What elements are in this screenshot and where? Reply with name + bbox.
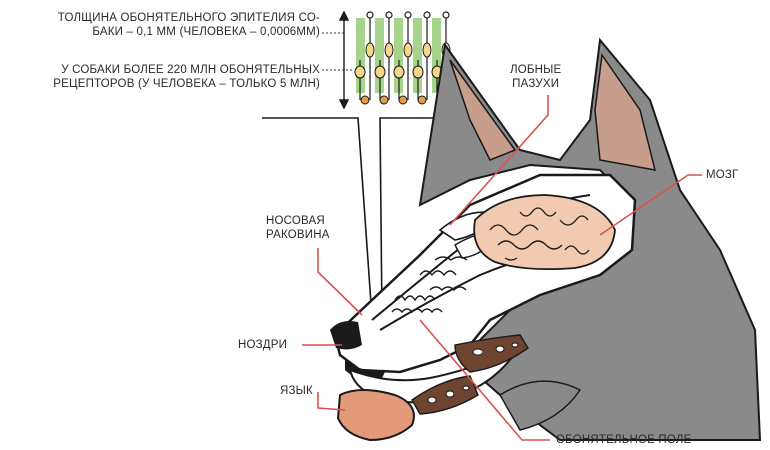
- tongue-label: ЯЗЫК: [280, 385, 313, 397]
- thickness-label: ТОЛЩИНА ОБОНЯТЕЛЬНОГО ЭПИТЕЛИЯ СО- БАКИ …: [58, 11, 320, 39]
- nostrils-label: НОЗДРИ: [238, 339, 288, 351]
- frontal-sinuses-label: ЛОБНЫЕ ПАЗУХИ: [510, 63, 561, 91]
- pointer-lines: [302, 95, 702, 441]
- dog-head: [330, 37, 762, 442]
- olfactory-field-label: ОБОНЯТЕЛЬНОЕ ПОЛЕ: [556, 434, 692, 446]
- nasal-concha-label-line2: РАКОВИНА: [266, 229, 330, 241]
- epithelium-inset: [322, 10, 451, 110]
- nasal-concha-label: НОСОВАЯ РАКОВИНА: [266, 214, 330, 242]
- frontal-sinuses-label-line1: ЛОБНЫЕ: [510, 64, 562, 76]
- brain-label: МОЗГ: [706, 169, 739, 181]
- nasal-conchae: [391, 256, 468, 314]
- thickness-label-line1: ТОЛЩИНА ОБОНЯТЕЛЬНОГО ЭПИТЕЛИЯ СО-: [57, 12, 320, 24]
- thickness-label-line2: БАКИ – 0,1 ММ (ЧЕЛОВЕКА – 0,0006ММ): [92, 26, 320, 38]
- brain-shape: [473, 194, 616, 271]
- receptors-label-line2: РЕЦЕПТОРОВ (У ЧЕЛОВЕКА – ТОЛЬКО 5 МЛН): [53, 78, 320, 90]
- nasal-concha-label-line1: НОСОВАЯ: [266, 215, 325, 227]
- receptors-label-line1: У СОБАКИ БОЛЕЕ 220 МЛН ОБОНЯТЕЛЬНЫХ: [61, 64, 320, 76]
- receptors-label: У СОБАКИ БОЛЕЕ 220 МЛН ОБОНЯТЕЛЬНЫХ РЕЦЕ…: [53, 63, 320, 91]
- frontal-sinuses-label-line2: ПАЗУХИ: [512, 78, 560, 90]
